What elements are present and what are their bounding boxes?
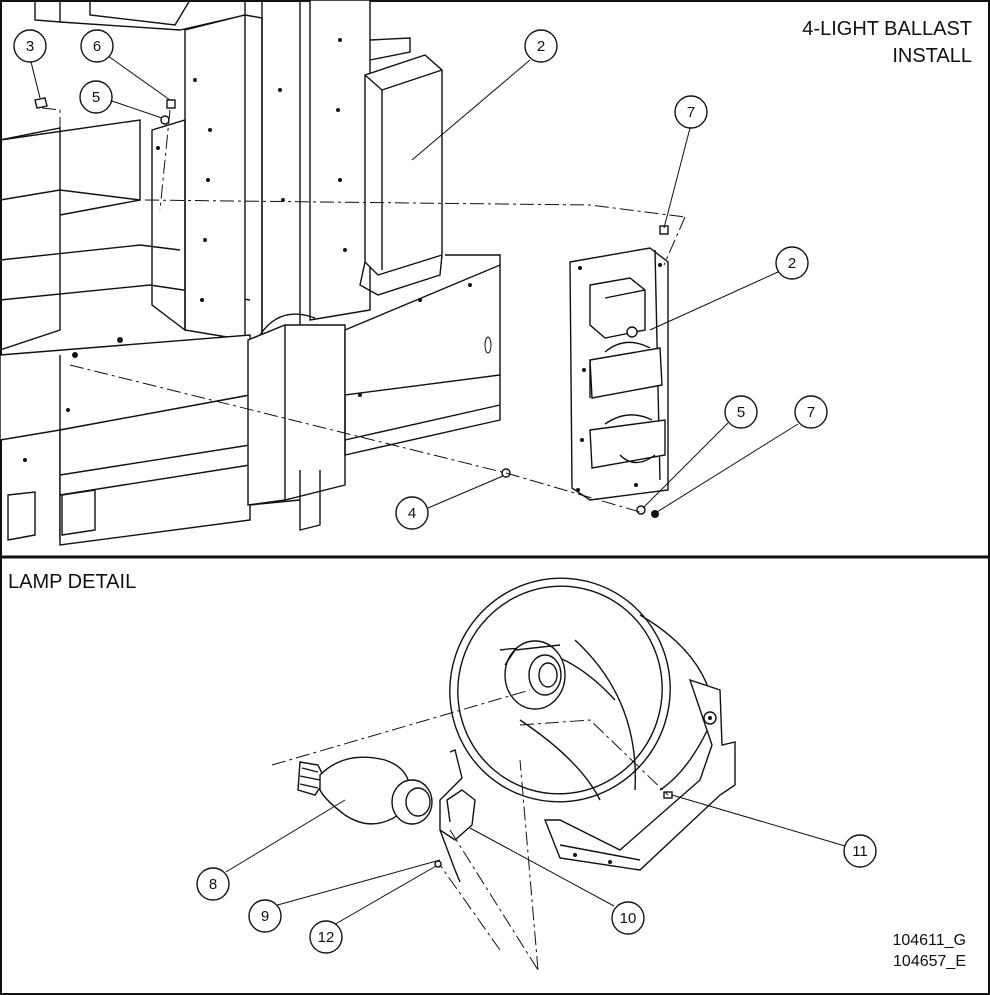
callout-balloon: 9 — [248, 899, 282, 933]
top-panel-title-line2: INSTALL — [892, 45, 972, 67]
leaders-top — [30, 55, 799, 513]
callout-balloon: 3 — [13, 29, 47, 63]
drawing-number-line1: 104611_G — [892, 932, 966, 949]
nut-6 — [166, 99, 176, 109]
bottom-panel-title: LAMP DETAIL — [8, 571, 136, 593]
callouts-bottom: 11 8 10 9 12 — [196, 834, 877, 954]
callout-balloon: 2 — [524, 29, 558, 63]
callout-label: 6 — [93, 38, 101, 55]
callout-balloon: 6 — [80, 29, 114, 63]
callouts-top: 3 6 5 2 7 2 5 7 4 — [13, 29, 828, 530]
callout-balloon: 5 — [724, 395, 758, 429]
drawing-number-line2: 104657_E — [893, 953, 966, 970]
leaders-bottom — [225, 794, 846, 927]
spring-clip — [434, 749, 476, 883]
frame-structure — [0, 0, 411, 351]
nut-7-top — [659, 225, 669, 235]
lamp-reflector — [449, 577, 713, 803]
washer-5-top — [160, 115, 170, 125]
callout-balloon: 11 — [843, 834, 877, 868]
hardware-top — [34, 97, 669, 518]
callout-balloon: 7 — [794, 395, 828, 429]
callout-label: 12 — [318, 929, 335, 946]
callout-balloon: 2 — [775, 246, 809, 280]
callout-label: 5 — [737, 404, 745, 421]
assembly-lines-bottom — [271, 689, 669, 971]
assembly-lines-top — [41, 107, 686, 513]
ballast-box — [359, 54, 443, 296]
screw-3 — [34, 97, 48, 109]
callout-label: 10 — [620, 910, 637, 927]
callout-label: 2 — [788, 255, 796, 272]
callout-balloon: 5 — [79, 80, 113, 114]
callout-label: 5 — [92, 89, 100, 106]
top-panel-title-line1: 4-LIGHT BALLAST — [802, 18, 972, 40]
base-frame — [0, 254, 501, 555]
lamp-detail-panel: LAMP DETAIL — [8, 571, 966, 971]
callout-label: 4 — [408, 505, 416, 522]
callout-label: 2 — [537, 38, 545, 55]
callout-balloon: 4 — [395, 496, 429, 530]
callout-label: 7 — [687, 104, 695, 121]
callout-label: 9 — [261, 908, 269, 925]
callout-balloon: 7 — [674, 95, 708, 129]
callout-balloon: 8 — [196, 867, 230, 901]
ballast-plate-assembly — [569, 247, 669, 501]
callout-label: 3 — [26, 38, 34, 55]
callout-label: 8 — [209, 876, 217, 893]
lamp-bulb — [297, 756, 433, 825]
ballast-install-panel: 3 6 5 2 7 2 5 7 4 4-LIGHT BALLAST INSTAL… — [0, 0, 972, 555]
callout-label: 11 — [852, 843, 868, 860]
lamp-bracket — [543, 678, 736, 871]
callout-balloon: 12 — [309, 920, 343, 954]
callout-balloon: 10 — [611, 901, 645, 935]
callout-label: 7 — [807, 404, 815, 421]
